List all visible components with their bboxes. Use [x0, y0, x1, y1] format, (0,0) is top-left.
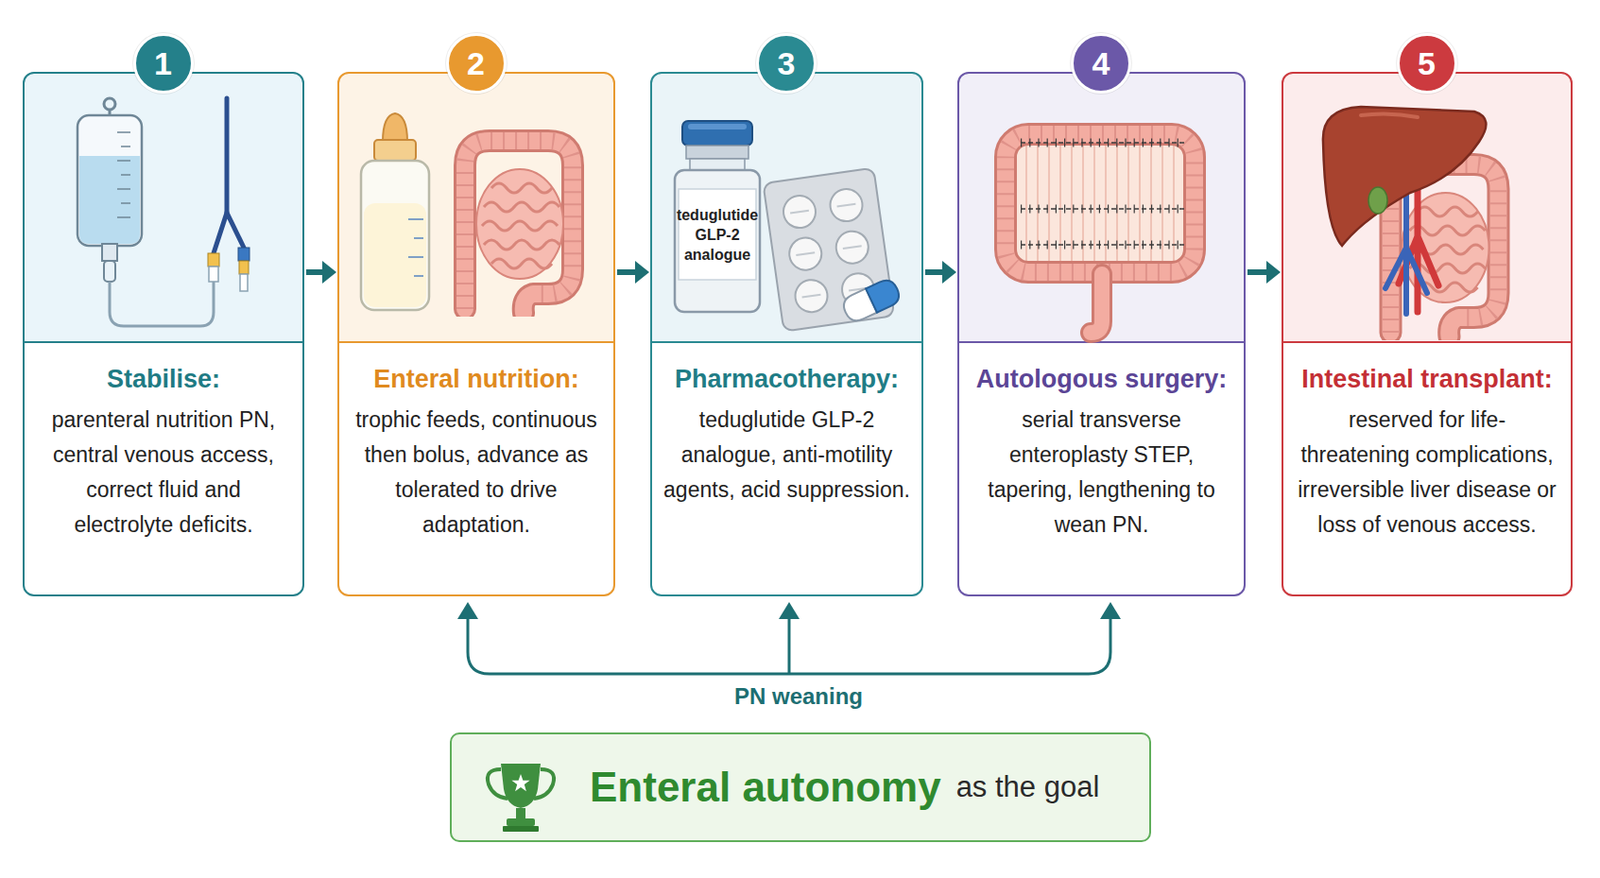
flow-arrow	[1247, 260, 1281, 284]
vial-label: teduglutide GLP-2 analogue	[678, 189, 757, 280]
pn-weaning-bracket	[457, 602, 1121, 674]
step-description: trophic feeds, continuous then bolus, ad…	[350, 402, 603, 543]
card-text: Enteral nutrition: trophic feeds, continu…	[350, 362, 603, 543]
flow-arrow	[617, 260, 650, 284]
arrow-shaft	[617, 269, 637, 276]
illustration-part	[1100, 602, 1121, 620]
step-heading: Stabilise:	[35, 362, 292, 396]
step-heading: Enteral nutrition:	[350, 362, 603, 396]
callout-number: 3	[758, 35, 814, 91]
step-number: 1	[133, 33, 194, 94]
step-card: Autologous surgery: serial transverse ent…	[957, 71, 1246, 597]
flow-arrow	[306, 260, 337, 284]
arrow-shaft	[306, 269, 325, 276]
arrow-head	[322, 260, 337, 284]
callout-number: 4	[1073, 35, 1129, 91]
step-heading: Intestinal transplant:	[1294, 362, 1560, 396]
illustration-part	[788, 616, 792, 674]
arrow-head	[1266, 260, 1281, 284]
step-card: Pharmacotherapy: teduglutide GLP-2 analog…	[650, 71, 924, 597]
step-description: serial transverse enteroplasty STEP, tap…	[970, 402, 1233, 543]
step-number: 4	[1070, 33, 1132, 94]
arrow-shaft	[1247, 269, 1269, 276]
step-number: 3	[756, 33, 817, 94]
goal-box: Enteral autonomy as the goal	[449, 732, 1152, 843]
arrow-head	[942, 260, 957, 284]
card-text: Pharmacotherapy: teduglutide GLP-2 analog…	[663, 362, 911, 508]
card-text: Autologous surgery: serial transverse ent…	[970, 362, 1233, 543]
step-number: 5	[1396, 33, 1458, 94]
card-text: Stabilise: parenteral nutrition PN, centr…	[35, 362, 292, 543]
flow-label: PN weaning	[675, 681, 922, 714]
flow-arrow	[925, 260, 957, 284]
step-description: teduglutide GLP-2 analogue, anti-motilit…	[663, 402, 911, 508]
callout-number: 1	[136, 35, 191, 91]
card-text: Intestinal transplant: reserved for life-…	[1294, 362, 1560, 543]
callout-number: 5	[1399, 35, 1455, 91]
step-card: Enteral nutrition: trophic feeds, continu…	[337, 71, 616, 597]
step-card: Intestinal transplant: reserved for life-…	[1281, 71, 1573, 597]
step-description: reserved for life-threatening complicati…	[1294, 402, 1560, 543]
illustration-part	[778, 602, 800, 620]
arrow-shaft	[925, 269, 945, 276]
illustration-part	[467, 616, 1111, 674]
step-description: parenteral nutrition PN, central venous …	[35, 402, 292, 543]
goal-subtitle: as the goal	[956, 770, 1101, 805]
step-number: 2	[446, 33, 507, 94]
arrow-head	[635, 260, 650, 284]
illustration-part	[457, 602, 479, 620]
step-card: Stabilise: parenteral nutrition PN, centr…	[22, 71, 305, 597]
step-heading: Pharmacotherapy:	[663, 362, 911, 396]
goal-title: Enteral autonomy	[589, 763, 942, 811]
step-heading: Autologous surgery:	[970, 362, 1233, 396]
callout-number: 2	[448, 35, 504, 91]
